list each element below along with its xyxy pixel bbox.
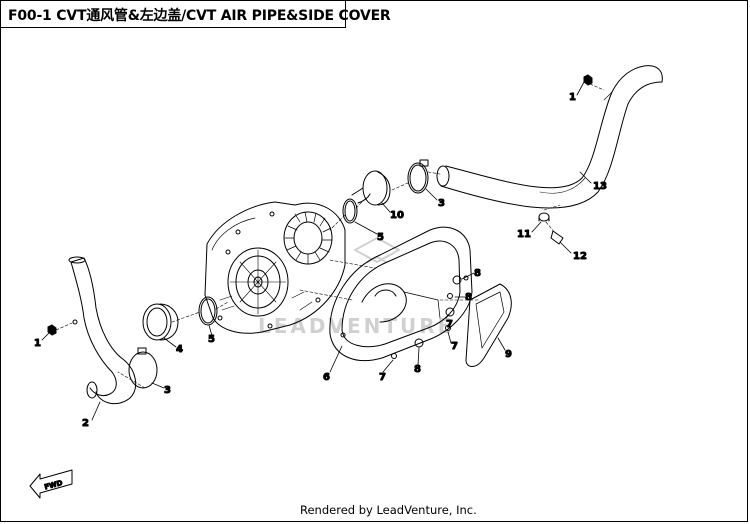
part-8-bolt <box>414 338 424 348</box>
part-5-upper-small-clamp[interactable] <box>342 198 358 224</box>
part-9-air-duct[interactable] <box>465 283 512 367</box>
callout-11: 11 <box>517 229 531 240</box>
callouts: 1 13 3 10 5 11 12 8 8 7 9 6 7 8 7 4 5 1 … <box>34 92 608 430</box>
title-box: F00-1 CVT通风管&左边盖/CVT AIR PIPE&SIDE COVER <box>0 0 391 28</box>
part-8-bolt <box>452 275 462 285</box>
part-11-nut[interactable] <box>538 212 550 222</box>
part-12-pin[interactable] <box>550 230 564 245</box>
callout-8-c: 8 <box>414 364 421 375</box>
part-1-nut-lower[interactable] <box>47 319 78 336</box>
callout-7-a: 7 <box>446 319 453 330</box>
cover-bolts[interactable] <box>391 275 462 359</box>
part-5-lower-clamp[interactable] <box>198 296 218 326</box>
part-2-lower-air-pipe[interactable] <box>68 256 137 405</box>
part-8-bolt <box>445 307 455 317</box>
cvt-housing <box>204 201 346 334</box>
callout-2: 2 <box>82 418 89 429</box>
callout-3-top: 3 <box>438 198 445 209</box>
fwd-arrow-icon: FWD <box>29 469 73 499</box>
footer-credit: Rendered by LeadVenture, Inc. <box>300 503 477 517</box>
part-1-nut-upper[interactable] <box>583 74 593 86</box>
part-13-upper-air-pipe[interactable] <box>436 65 663 209</box>
callout-13: 13 <box>593 181 607 192</box>
callout-10: 10 <box>390 210 404 221</box>
part-7-bolt <box>447 293 453 299</box>
callout-1-bottom: 1 <box>34 338 41 349</box>
callout-5-bottom: 5 <box>208 334 215 345</box>
part-7-bolt <box>445 325 451 331</box>
part-10-rubber-boot[interactable] <box>351 170 391 206</box>
callout-6: 6 <box>323 372 330 383</box>
part-4-lower-boot[interactable] <box>142 303 179 341</box>
callout-12: 12 <box>573 251 587 262</box>
assembly-lines <box>55 83 605 389</box>
callout-3-bottom: 3 <box>164 385 171 396</box>
page-title: F00-1 CVT通风管&左边盖/CVT AIR PIPE&SIDE COVER <box>8 8 391 24</box>
callout-7-b: 7 <box>379 372 386 383</box>
leader-lines <box>41 81 592 421</box>
part-3-upper-hose-clamp[interactable] <box>407 159 429 194</box>
callout-7-c: 7 <box>451 341 458 352</box>
callout-4: 4 <box>176 344 183 355</box>
part-3-lower-clamp[interactable] <box>128 347 158 389</box>
callout-5-top: 5 <box>377 232 384 243</box>
callout-1-top: 1 <box>569 92 576 103</box>
part-7-bolt <box>391 353 397 359</box>
callout-8-b: 8 <box>465 292 472 303</box>
part-6-cvt-side-cover[interactable] <box>329 226 473 362</box>
watermark: LEADVENTURE <box>258 237 454 338</box>
callout-9: 9 <box>505 349 512 360</box>
watermark-text: LEADVENTURE <box>258 314 454 338</box>
callout-8-a: 8 <box>474 268 481 279</box>
